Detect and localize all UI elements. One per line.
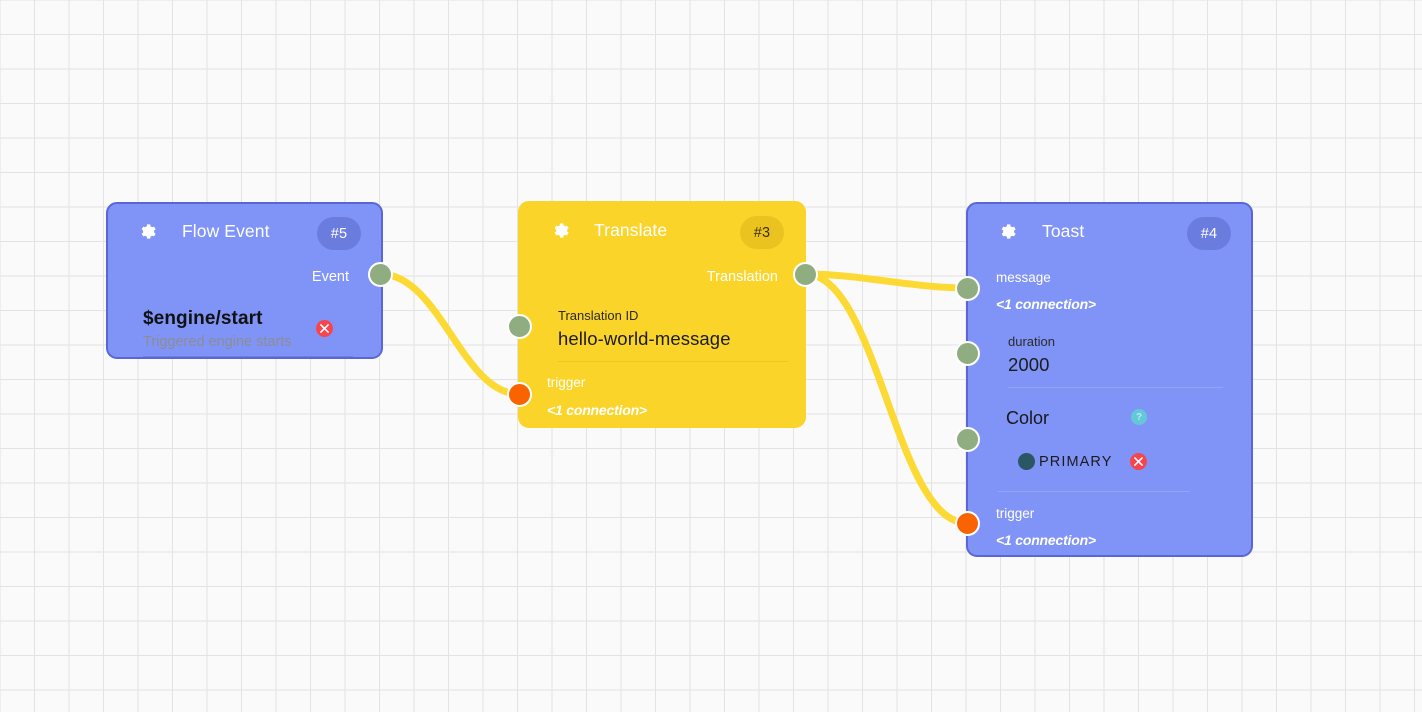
input-port-connections-trigger: <1 connection> (547, 402, 647, 418)
node-translate[interactable]: Translate #3 Translation Translation ID … (518, 201, 806, 428)
input-port-label-trigger: trigger (547, 375, 586, 390)
field-value-duration[interactable]: 2000 (1008, 354, 1050, 375)
field-value-translation-id[interactable]: hello-world-message (558, 328, 731, 349)
edge-translate-to-toast-trigger (801, 270, 971, 527)
field-label-duration: duration (1008, 334, 1055, 349)
node-flow-event[interactable]: Flow Event #5 Event $engine/start Trigge… (106, 202, 383, 359)
event-description: Triggered engine starts (143, 334, 292, 350)
node-badge: #5 (317, 217, 361, 250)
field-divider (558, 361, 788, 362)
node-toast[interactable]: Toast #4 message <1 connection> duration… (966, 202, 1253, 557)
node-title: Translate (594, 220, 668, 240)
input-port-label-message: message (996, 270, 1051, 285)
node-header: Translate #3 (520, 203, 804, 259)
input-port-connections-trigger: <1 connection> (996, 532, 1096, 548)
edge-flowevent-to-translate (376, 270, 523, 398)
field-label-translation-id: Translation ID (558, 308, 639, 323)
port-translate-input-text[interactable] (507, 314, 532, 339)
field-label-color: Color (1006, 408, 1050, 428)
port-toast-input-duration[interactable] (955, 341, 980, 366)
close-icon[interactable] (316, 320, 333, 337)
port-toast-input-trigger[interactable] (955, 511, 980, 536)
field-divider (998, 491, 1190, 492)
gear-icon[interactable] (138, 222, 157, 241)
node-title: Flow Event (182, 221, 270, 241)
field-value-color[interactable]: PRIMARY (1039, 454, 1113, 470)
input-port-connections-message: <1 connection> (996, 296, 1096, 312)
event-name: $engine/start (143, 308, 263, 329)
node-header: Flow Event #5 (108, 204, 381, 260)
node-title: Toast (1042, 221, 1085, 241)
port-toast-input-color[interactable] (955, 427, 980, 452)
gear-icon[interactable] (551, 221, 570, 240)
output-port-label-translation: Translation (706, 269, 778, 285)
port-translate-output-translation[interactable] (793, 262, 818, 287)
port-translate-input-trigger[interactable] (507, 382, 532, 407)
input-port-label-trigger: trigger (996, 506, 1035, 521)
port-flow-event-output[interactable] (368, 262, 393, 287)
port-toast-input-message[interactable] (955, 276, 980, 301)
gear-icon[interactable] (998, 222, 1017, 241)
color-swatch (1018, 453, 1035, 470)
node-badge: #3 (740, 216, 784, 249)
close-icon[interactable] (1130, 453, 1147, 470)
field-divider (1008, 387, 1223, 388)
node-badge: #4 (1187, 217, 1231, 250)
output-port-label-event: Event (311, 269, 349, 285)
node-header: Toast #4 (968, 204, 1251, 260)
field-divider (143, 356, 353, 357)
help-icon[interactable]: ? (1131, 409, 1147, 425)
edge-translate-to-toast-message (801, 270, 971, 292)
